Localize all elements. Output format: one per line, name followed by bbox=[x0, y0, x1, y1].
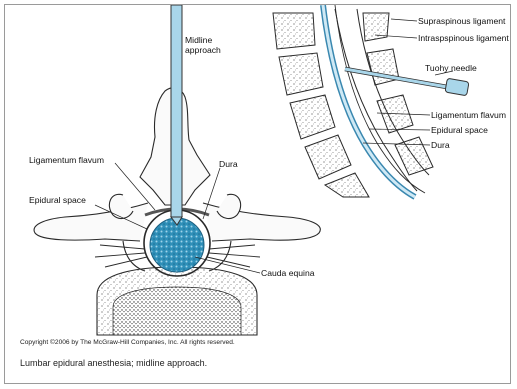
tuohy-needle-hub bbox=[445, 78, 469, 96]
figure-caption: Lumbar epidural anesthesia; midline appr… bbox=[20, 358, 207, 368]
label-ligamentum-flavum-left: Ligamentum flavum bbox=[29, 155, 104, 165]
label-epidural-space-right: Epidural space bbox=[431, 125, 488, 135]
nerve-roots-left bbox=[95, 245, 147, 267]
sagittal-spinous-1 bbox=[363, 13, 389, 41]
vertebral-body-inner bbox=[113, 287, 241, 335]
copyright-notice: Copyright ©2006 by The McGraw-Hill Compa… bbox=[20, 339, 280, 347]
label-midline-approach: Midline approach bbox=[185, 35, 229, 55]
label-ligamentum-flavum-right: Ligamentum flavum bbox=[431, 110, 506, 120]
sagittal-vertebra-4 bbox=[305, 135, 351, 179]
sagittal-vertebra-3 bbox=[290, 95, 335, 139]
label-dura-left: Dura bbox=[219, 159, 238, 169]
leader-supraspinous bbox=[391, 19, 417, 21]
midline-needle bbox=[171, 5, 182, 225]
left-articular-process bbox=[109, 194, 133, 218]
label-supraspinous-ligament: Supraspinous ligament bbox=[418, 16, 505, 26]
nerve-roots-right bbox=[207, 245, 260, 267]
label-dura-right: Dura bbox=[431, 140, 450, 150]
figure-frame: Midline approach Ligamentum flavum Dura … bbox=[4, 4, 511, 384]
midline-needle-shaft bbox=[171, 5, 182, 217]
cauda-equina-bundle bbox=[150, 218, 204, 272]
sagittal-vertebra-2 bbox=[279, 53, 323, 95]
label-tuohy-needle: Tuohy needle bbox=[425, 63, 477, 73]
label-cauda-equina: Cauda equina bbox=[261, 268, 315, 278]
sagittal-vertebra-1 bbox=[273, 13, 315, 49]
label-intraspinous-ligament: Intraspspinous ligament bbox=[418, 33, 509, 43]
label-epidural-space-left: Epidural space bbox=[29, 195, 86, 205]
right-articular-process bbox=[217, 194, 241, 218]
leader-epidural-space-right bbox=[369, 129, 430, 130]
sagittal-vertebra-5 bbox=[325, 173, 369, 197]
tuohy-needle bbox=[345, 69, 469, 96]
label-midline-approach-text: Midline approach bbox=[185, 35, 229, 55]
